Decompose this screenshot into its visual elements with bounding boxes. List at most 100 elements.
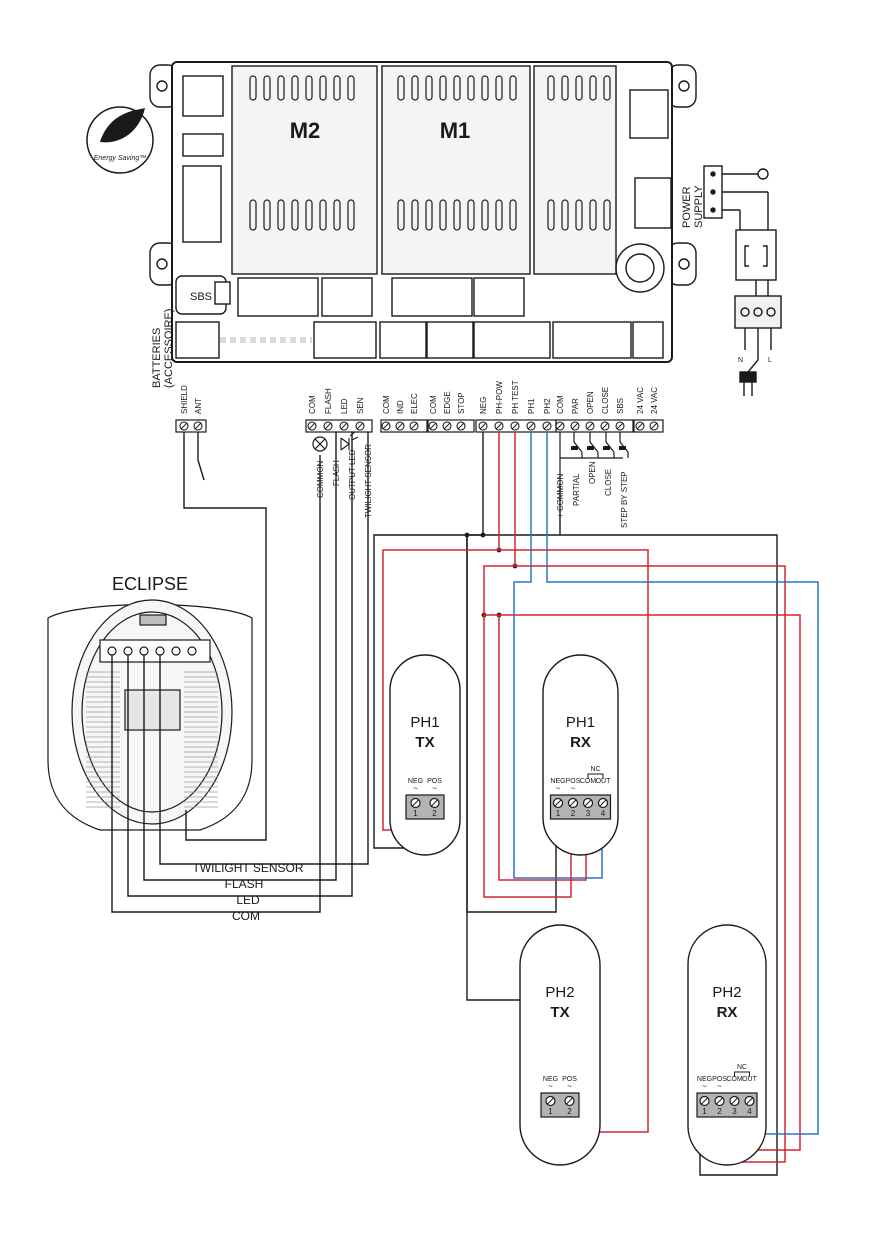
control-board (149, 61, 697, 363)
batteries-label: BATTERIES (ACCESSOIRE) (151, 309, 175, 388)
vent-slot (277, 199, 285, 231)
photocells: PH1TX1NEG~2POS~PH1RX1NEG~2POS~3COM4OUTNC… (389, 654, 767, 1166)
vent-slot (263, 199, 271, 231)
terminal-label: FLASH (324, 388, 333, 414)
vent-slot (425, 199, 433, 231)
control-description: STEP BY STEP (620, 471, 629, 528)
lamp-lens-hatch (86, 671, 218, 808)
photocell-terminal-label: NEG (408, 778, 423, 785)
vent-slot (467, 199, 475, 231)
control-switches (559, 432, 629, 482)
wire-label-flash: FLASH (225, 877, 264, 891)
vent-slot (411, 199, 419, 231)
lamp-terminals (107, 646, 197, 656)
vent-slot (277, 75, 285, 101)
vent-slot (397, 199, 405, 231)
photocell-kind: RX (570, 734, 591, 751)
photocell-housing (687, 924, 767, 1166)
terminal-label: ANT (194, 398, 203, 414)
vent-slot (589, 199, 597, 231)
antenna-wire (183, 432, 267, 841)
vent-slot (291, 75, 299, 101)
terminal-label: CLOSE (601, 387, 610, 414)
terminal-label: IND (396, 400, 405, 414)
module-m2-label: M2 (290, 118, 321, 143)
photocell-nc-label: NC (590, 766, 600, 773)
terminal-label: PH2 (543, 398, 552, 414)
control-description: PARTIAL (572, 473, 581, 506)
lamp-terminal-screw (139, 646, 149, 656)
terminal-screw-slot (556, 422, 564, 430)
lamp-terminal-screw (155, 646, 165, 656)
terminal-label: COM (556, 395, 565, 414)
eclipse-title: ECLIPSE (112, 574, 188, 594)
terminal-label: SHIELD (180, 385, 189, 414)
vent-slot (249, 75, 257, 101)
terminal-screw-slot (601, 422, 609, 430)
photocell-terminal-number: 1 (556, 809, 561, 818)
terminal-label: EDGE (443, 391, 452, 414)
lamp-terminal-screw (187, 646, 197, 656)
photocell-screw-slot (746, 1097, 753, 1105)
terminal-screw-slot (356, 422, 364, 430)
terminal-label: PH TEST (511, 380, 520, 414)
line-label: L (768, 357, 772, 364)
photocell-terminal-label: NEG (697, 1076, 712, 1083)
vent-slot (603, 75, 611, 101)
module-m1-label: M1 (440, 118, 471, 143)
photocell-terminal-label: POS (427, 778, 442, 785)
terminal-screw-slot (443, 422, 451, 430)
photocell-ac-mark: ~ (556, 784, 561, 793)
photocell-terminal-label: COM (726, 1076, 743, 1083)
photocell-ac-mark: ~ (413, 784, 418, 793)
photocell-screw-slot (547, 1097, 554, 1105)
vent-slot (439, 199, 447, 231)
terminal-screw-slot (616, 422, 624, 430)
terminal-screw-slot (457, 422, 465, 430)
vent-slot (509, 75, 517, 101)
photocell-screw-slot (566, 1097, 573, 1105)
terminal-label: OPEN (586, 391, 595, 414)
nc-bracket (734, 1071, 750, 1077)
photocell-screw-slot (554, 799, 562, 807)
photocell-terminal-number: 1 (548, 1107, 553, 1116)
lamp-terminal-screw (107, 646, 117, 656)
terminal-screw-slot (511, 422, 519, 430)
vent-slot (453, 199, 461, 231)
terminal-screw-slot (340, 422, 348, 430)
terminal-screw-slot (382, 422, 390, 430)
photocell-name: PH1 (566, 714, 595, 731)
nc-bracket (587, 773, 604, 779)
photocell-name: PH2 (712, 984, 741, 1001)
terminal-label: SEN (356, 397, 365, 414)
photocell-terminal-label: OUT (742, 1076, 758, 1083)
photocell-housing (389, 654, 461, 856)
supply-text: SUPPLY (693, 185, 705, 228)
photocell-terminal-label: NEG (543, 1076, 558, 1083)
photocell-terminal-block (540, 1092, 580, 1118)
accessory-text: (ACCESSOIRE) (163, 309, 175, 388)
terminal-label: SBS (616, 398, 625, 414)
photocell-screw-slot (716, 1097, 723, 1105)
photocell-screw-slot (412, 799, 419, 807)
vent-slot (347, 199, 355, 231)
terminal-screws (179, 421, 659, 431)
terminal-label: ELEC (410, 393, 419, 414)
vent-slot (495, 75, 503, 101)
led-wire (127, 432, 353, 897)
terminal-screw-slot (429, 422, 437, 430)
terminal-screw-slot (650, 422, 658, 430)
vent-slot (547, 199, 555, 231)
twilight-wire (159, 432, 369, 865)
terminal-screw-slot (543, 422, 551, 430)
photocell-screw-slot (731, 1097, 738, 1105)
photocell-terminal-label: POS (712, 1076, 727, 1083)
vent-slot (495, 199, 503, 231)
photocell-housing (519, 924, 601, 1166)
photocell-screw-slot (584, 799, 592, 807)
photocell-screw-slot (431, 799, 438, 807)
